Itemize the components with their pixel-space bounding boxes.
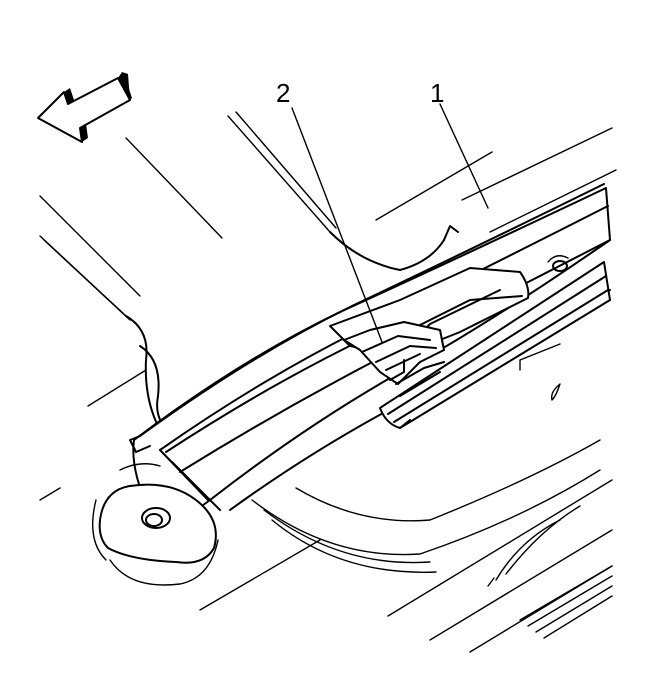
leader-line-2 [291, 107, 383, 343]
leader-line-1 [439, 103, 489, 209]
wiper-arm [91, 183, 611, 586]
wiper-blade-assembly [329, 255, 611, 429]
callout-1: 1 [430, 78, 444, 108]
callout-2: 2 [276, 78, 290, 108]
leader-lines [291, 103, 489, 343]
background-body-lines [39, 111, 617, 653]
cowl-panel [125, 225, 601, 573]
direction-arrow-icon [37, 72, 132, 143]
